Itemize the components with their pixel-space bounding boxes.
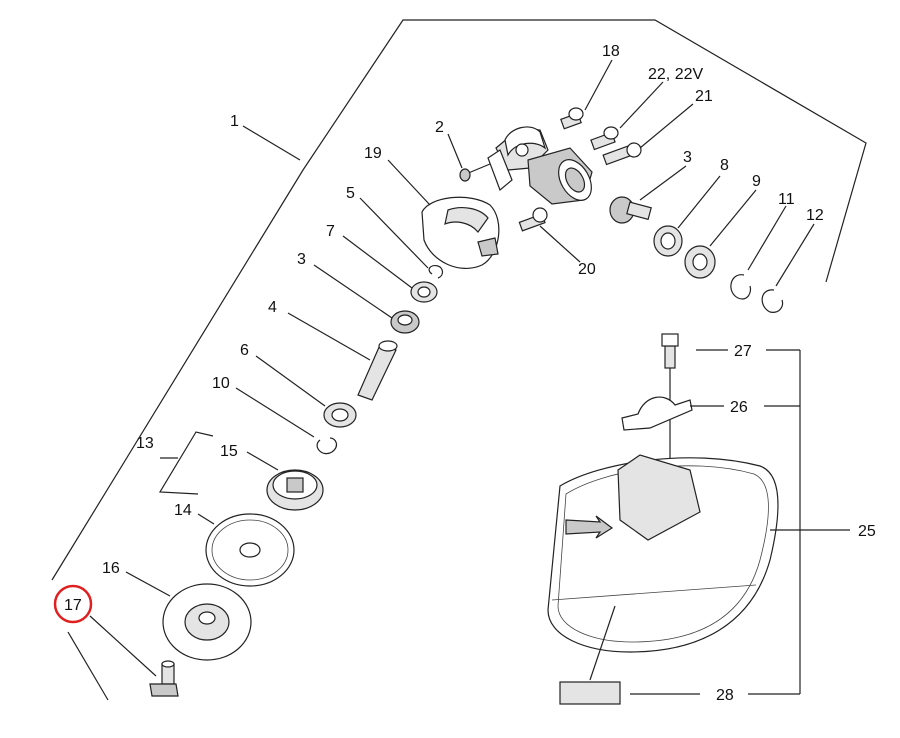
label-5: 5	[346, 185, 355, 202]
label-17: 17	[64, 597, 82, 614]
label-6: 6	[240, 342, 249, 359]
label-28: 28	[716, 687, 734, 704]
label-13: 13	[136, 435, 154, 452]
label-4: 4	[268, 299, 277, 316]
part-17-bolt	[149, 660, 179, 697]
part-25-guard	[547, 454, 779, 653]
label-22: 22, 22V	[648, 66, 703, 83]
part-28-label	[559, 681, 621, 705]
part-9-bearing	[684, 245, 716, 279]
part-3-gear-left	[390, 310, 420, 334]
gear-head-housing	[487, 126, 593, 205]
part-8-bearing	[653, 225, 683, 257]
label-1: 1	[230, 113, 239, 130]
label-18: 18	[602, 43, 620, 60]
part-2-screw	[459, 163, 491, 182]
part-21-bolt	[602, 142, 642, 166]
part-labels: 1 2 3 3 4 5 6 7 8 9 10 11 12 13 14 15 16…	[64, 43, 876, 704]
part-5-clip	[428, 265, 444, 279]
assembly-bracket	[51, 19, 867, 581]
label-25: 25	[858, 523, 876, 540]
part-6-bearing	[323, 402, 357, 428]
label-10: 10	[212, 375, 230, 392]
label-8: 8	[720, 157, 729, 174]
part-27-bolt	[661, 333, 679, 470]
part-18-bolt	[560, 107, 584, 130]
part-3-gear-right	[609, 196, 652, 224]
part-14-plate	[205, 513, 295, 587]
part-16-disc	[162, 583, 252, 661]
label-14: 14	[174, 502, 192, 519]
part-20-bolt	[518, 207, 548, 232]
part-7-bearing	[410, 281, 438, 303]
label-2: 2	[435, 119, 444, 136]
label-12: 12	[806, 207, 824, 224]
part-12-circlip	[761, 289, 784, 313]
label-7: 7	[326, 223, 335, 240]
label-16: 16	[102, 560, 120, 577]
label-26: 26	[730, 399, 748, 416]
label-11: 11	[778, 191, 795, 208]
part-15-holder	[266, 469, 324, 511]
label-3-left: 3	[297, 251, 306, 268]
label-27: 27	[734, 343, 752, 360]
bracket-tail	[67, 631, 109, 701]
label-20: 20	[578, 261, 596, 278]
part-19-cover	[421, 196, 500, 270]
part-26-clamp	[621, 396, 693, 431]
label-15: 15	[220, 443, 238, 460]
leader-lines	[89, 59, 850, 695]
label-3-right: 3	[683, 149, 692, 166]
label-9: 9	[752, 173, 761, 190]
label-21: 21	[695, 88, 713, 105]
part-22-bolt	[590, 126, 619, 151]
part-10-circlip	[316, 437, 338, 455]
highlight-circle	[53, 584, 93, 624]
part-11-circlip	[730, 274, 752, 300]
part-4-shaft	[357, 340, 398, 401]
label-19: 19	[364, 145, 382, 162]
